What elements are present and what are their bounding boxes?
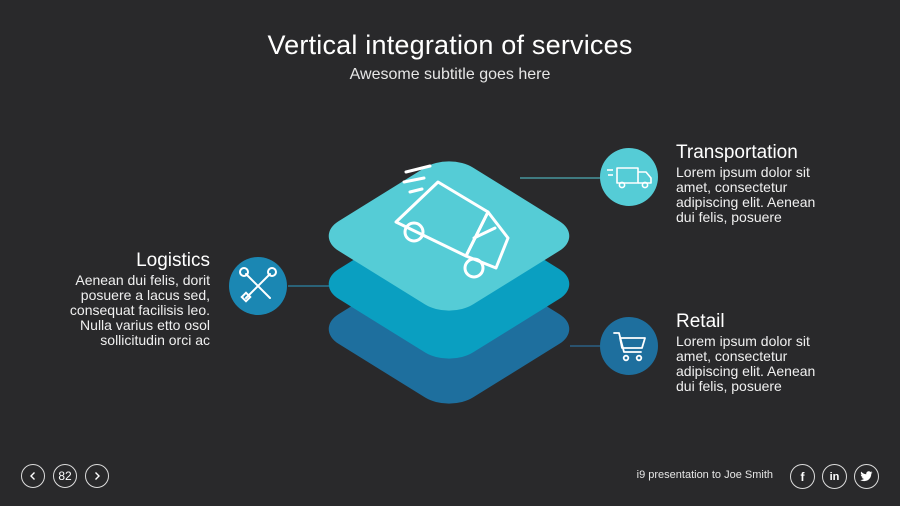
page-number: 82 [53, 464, 77, 488]
truck-icon-small [607, 167, 652, 189]
logistics-line: posuere a lacus sed, [80, 287, 210, 303]
twitter-button[interactable] [854, 464, 879, 489]
retail-line: dui felis, posuere [676, 378, 782, 394]
retail-circle [600, 317, 658, 375]
chevron-right-icon [95, 472, 100, 480]
linkedin-button[interactable]: in [822, 464, 847, 489]
retail-block: Retail Lorem ipsum dolor sit amet, conse… [676, 311, 856, 394]
logistics-line: consequat facilisis leo. [69, 302, 210, 318]
logistics-block: Logistics Aenean dui felis, dorit posuer… [40, 250, 210, 348]
transportation-line: Lorem ipsum dolor sit [676, 164, 810, 180]
transportation-line: amet, consectetur [676, 179, 788, 195]
logistics-heading: Logistics [136, 250, 210, 271]
layer-top [328, 161, 570, 311]
slide-title: Vertical integration of services [267, 30, 633, 60]
slide-subtitle: Awesome subtitle goes here [349, 66, 551, 83]
tools-icon [239, 267, 277, 303]
facebook-icon: f [800, 469, 805, 484]
facebook-button[interactable]: f [790, 464, 815, 489]
truck-icon-large [394, 164, 510, 279]
retail-line: adipiscing elit. Aenean [676, 363, 816, 379]
retail-heading: Retail [676, 311, 725, 332]
linkedin-icon: in [829, 470, 840, 483]
shopping-cart-icon [613, 332, 646, 362]
transportation-line: adipiscing elit. Aenean [676, 194, 816, 210]
twitter-icon [860, 471, 873, 482]
prev-slide-button[interactable] [21, 464, 45, 488]
logistics-line: Nulla varius etto osol [80, 317, 210, 333]
logistics-line: sollicitudin orci ac [100, 332, 210, 348]
retail-line: Lorem ipsum dolor sit [676, 333, 810, 349]
chevron-left-icon [30, 472, 35, 480]
retail-line: amet, consectetur [676, 348, 788, 364]
transportation-heading: Transportation [676, 142, 798, 163]
transport-circle [600, 148, 658, 206]
transportation-line: dui felis, posuere [676, 209, 782, 225]
presentation-caption: i9 presentation to Joe Smith [636, 469, 773, 481]
next-slide-button[interactable] [85, 464, 109, 488]
logistics-line: Aenean dui felis, dorit [75, 272, 210, 288]
transportation-block: Transportation Lorem ipsum dolor sit ame… [676, 142, 856, 225]
